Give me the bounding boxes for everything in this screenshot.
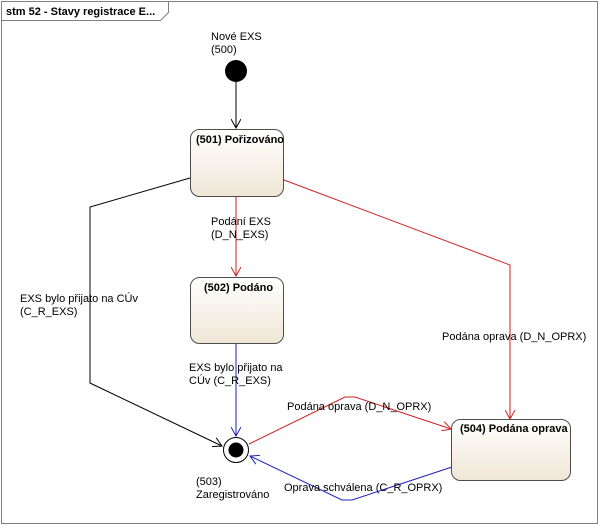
- edge-501-to-504-label: Podána oprava (D_N_OPRX): [442, 331, 586, 343]
- edge-501-to-504: [283, 179, 510, 419]
- state-504-label: (504) Podána oprava: [460, 423, 568, 435]
- edge-501-to-503-label-name: EXS bylo přijato na CÚv: [20, 292, 138, 305]
- initial-state-label-code: (500): [211, 44, 237, 56]
- edge-503-to-504: [248, 396, 451, 445]
- edge-504-to-503-label: Oprava schválena (C_R_OPRX): [284, 482, 442, 494]
- edge-504-to-503: [250, 456, 453, 501]
- initial-state[interactable]: [225, 60, 247, 82]
- final-state-label-code: (503): [196, 476, 222, 488]
- state-501[interactable]: (501) Pořizováno: [190, 129, 285, 197]
- final-state-label-name: Zaregistrováno: [196, 489, 269, 501]
- edge-501-to-503: [89, 177, 222, 446]
- edge-502-to-503-label-name: EXS bylo přijato na: [189, 362, 283, 374]
- state-501-label: (501) Pořizováno: [196, 134, 284, 146]
- diagram-title: stm 52 - Stavy registrace E...: [6, 6, 155, 18]
- state-502[interactable]: (502) Podáno: [190, 277, 284, 344]
- state-502-label: (502) Podáno: [204, 282, 273, 294]
- state-504[interactable]: (504) Podána oprava: [451, 419, 571, 481]
- diagram-title-tab: [1, 1, 169, 21]
- edge-501-to-503-label-code: (C_R_EXS): [20, 306, 77, 318]
- edge-501-to-502-label-code: (D_N_EXS): [211, 229, 268, 241]
- initial-state-label-name: Nové EXS: [211, 31, 262, 43]
- final-state[interactable]: [223, 437, 249, 463]
- edge-502-to-503-label-code: CÚv (C_R_EXS): [189, 374, 271, 387]
- edge-503-to-504-label: Podána oprava (D_N_OPRX): [287, 401, 431, 413]
- edge-501-to-502-label-name: Podání EXS: [211, 216, 271, 228]
